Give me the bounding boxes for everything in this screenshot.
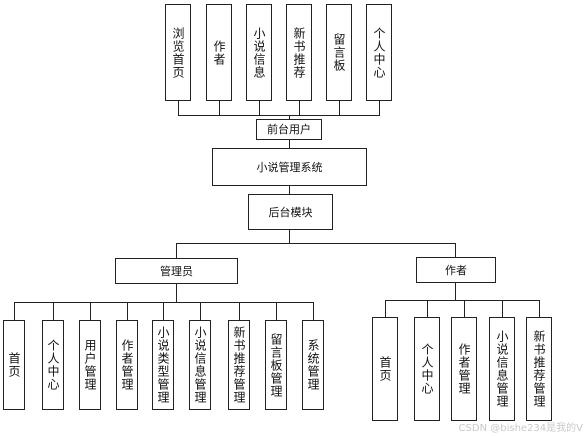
- author-module-home: 首页: [372, 317, 398, 421]
- module-label: 留言板管理: [269, 332, 283, 398]
- connector-line: [178, 115, 380, 116]
- backend-label: 后台模块: [268, 205, 313, 219]
- module-label: 首页: [378, 356, 392, 382]
- front-user-node: 前台用户: [256, 119, 322, 140]
- connector-line: [455, 243, 456, 257]
- connector-line: [464, 300, 465, 317]
- module-browse-home: 浏览首页: [165, 4, 191, 101]
- connector-line: [178, 101, 179, 115]
- author-module-new-book-management: 新书推荐管理: [526, 317, 552, 421]
- module-label: 小说信息管理: [193, 326, 207, 404]
- connector-line: [385, 300, 540, 301]
- admin-module-novel-info-management: 小说信息管理: [189, 320, 211, 410]
- module-label: 个人中心: [372, 26, 386, 79]
- connector-line: [176, 284, 177, 302]
- module-label: 浏览首页: [171, 26, 185, 79]
- connector-line: [313, 302, 314, 320]
- connector-line: [289, 140, 290, 148]
- module-label: 首页: [7, 352, 21, 378]
- author-node: 作者: [416, 257, 496, 283]
- connector-line: [176, 243, 177, 258]
- author-module-novel-info-management: 小说信息管理: [489, 317, 515, 421]
- module-label: 新书推荐管理: [232, 326, 246, 404]
- module-label: 系统管理: [306, 339, 320, 391]
- author-module-personal-center: 个人中心: [414, 317, 440, 421]
- connector-line: [163, 302, 164, 320]
- backend-node: 后台模块: [248, 194, 333, 230]
- admin-label: 管理员: [160, 264, 193, 278]
- module-label: 新书推荐管理: [532, 330, 546, 408]
- connector-line: [53, 302, 54, 320]
- module-novel-info: 小说信息: [246, 4, 272, 101]
- module-label: 用户管理: [83, 339, 97, 391]
- connector-line: [289, 230, 290, 243]
- admin-module-novel-type-management: 小说类型管理: [152, 320, 174, 410]
- module-label: 作者管理: [120, 339, 134, 391]
- connector-line: [455, 283, 456, 300]
- admin-module-personal-center: 个人中心: [42, 320, 64, 410]
- module-personal-center: 个人中心: [366, 4, 392, 101]
- connector-line: [427, 300, 428, 317]
- admin-module-home: 首页: [3, 320, 25, 410]
- system-label: 小说管理系统: [256, 160, 323, 174]
- connector-line: [299, 101, 300, 115]
- author-module-author-management: 作者管理: [451, 317, 477, 421]
- connector-line: [219, 101, 220, 115]
- module-label: 个人中心: [46, 339, 60, 391]
- module-new-book-recommend: 新书推荐: [286, 4, 312, 101]
- module-label: 作者管理: [457, 343, 471, 395]
- connector-line: [289, 186, 290, 194]
- connector-line: [289, 115, 290, 119]
- system-node: 小说管理系统: [212, 148, 367, 186]
- module-label: 作者: [212, 39, 226, 66]
- connector-line: [259, 101, 260, 115]
- author-label: 作者: [445, 263, 467, 277]
- connector-line: [90, 302, 91, 320]
- connector-line: [339, 101, 340, 115]
- connector-line: [502, 300, 503, 317]
- module-label: 小说类型管理: [156, 326, 170, 404]
- admin-node: 管理员: [115, 258, 238, 284]
- admin-module-new-book-management: 新书推荐管理: [228, 320, 250, 410]
- connector-line: [127, 302, 128, 320]
- connector-line: [239, 302, 240, 320]
- admin-module-author-management: 作者管理: [116, 320, 138, 410]
- connector-line: [385, 300, 386, 317]
- module-label: 个人中心: [420, 343, 434, 395]
- connector-line: [176, 243, 456, 244]
- connector-line: [14, 302, 15, 320]
- front-user-label: 前台用户: [267, 123, 311, 136]
- connector-line: [276, 302, 277, 320]
- admin-module-system-management: 系统管理: [302, 320, 324, 410]
- connector-line: [379, 101, 380, 115]
- module-label: 小说信息: [252, 26, 266, 79]
- module-label: 留言板: [332, 33, 346, 72]
- admin-module-message-board-management: 留言板管理: [265, 320, 287, 410]
- module-author: 作者: [206, 4, 232, 101]
- admin-module-user-management: 用户管理: [79, 320, 101, 410]
- connector-line: [14, 302, 314, 303]
- connector-line: [200, 302, 201, 320]
- module-label: 小说信息管理: [495, 330, 509, 408]
- module-message-board: 留言板: [326, 4, 352, 101]
- connector-line: [539, 300, 540, 317]
- watermark: CSDN @bishe234是我的V: [458, 423, 583, 434]
- module-label: 新书推荐: [292, 26, 306, 79]
